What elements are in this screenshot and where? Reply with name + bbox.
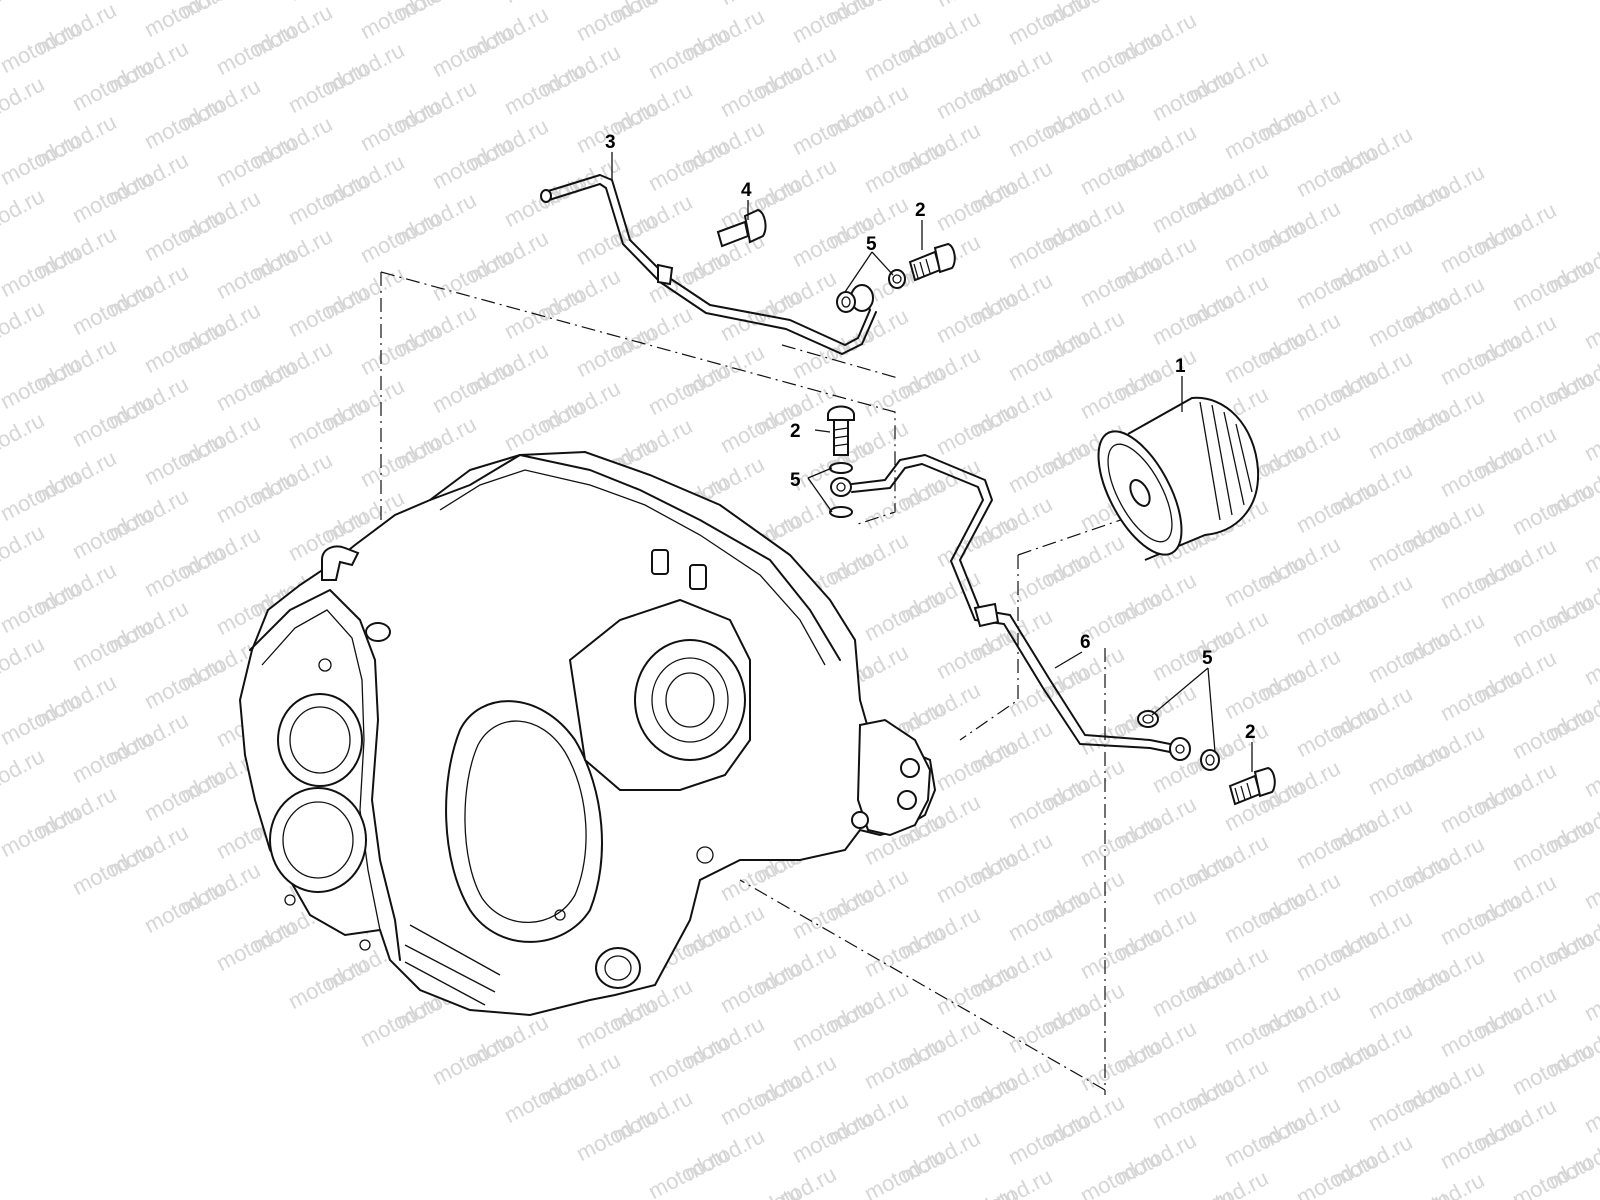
union-bolt-2-top xyxy=(908,242,956,282)
callouts: 1 3 4 2 5 2 5 6 5 2 xyxy=(605,132,1256,743)
callout-2-middle: 2 xyxy=(790,421,801,442)
oil-pipe-lower xyxy=(851,454,1220,771)
union-bolt-2-bottom xyxy=(1228,766,1276,806)
callout-4: 4 xyxy=(741,180,752,201)
callout-6: 6 xyxy=(1080,632,1091,653)
callout-2-top: 2 xyxy=(915,200,926,221)
crankcase xyxy=(238,450,937,1017)
oil-filter xyxy=(1097,396,1260,561)
callout-5-bottom: 5 xyxy=(1202,648,1213,669)
callout-2-bottom: 2 xyxy=(1245,722,1256,743)
callout-5-middle: 5 xyxy=(790,470,801,491)
leader-lines xyxy=(611,152,1253,772)
bolt-4 xyxy=(716,208,767,248)
callout-5-top: 5 xyxy=(866,234,877,255)
callout-3: 3 xyxy=(605,132,616,153)
oil-pipe-upper xyxy=(540,174,906,355)
callout-1: 1 xyxy=(1175,356,1186,377)
union-bolt-2-middle xyxy=(827,405,855,518)
